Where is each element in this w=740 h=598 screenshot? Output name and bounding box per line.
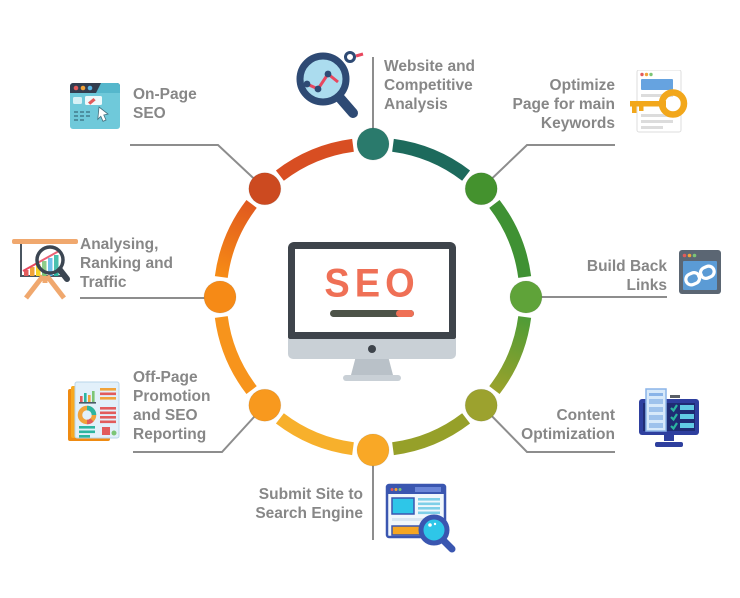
connector-lines xyxy=(80,57,667,540)
label-submit-site: Submit Site to Search Engine xyxy=(255,486,363,522)
reports-stack-icon xyxy=(68,381,120,441)
monitor-screen: SEO xyxy=(295,249,449,332)
ring-segment-6 xyxy=(214,199,257,278)
ring-node-5 xyxy=(248,388,282,422)
label-content-optimization: Content Optimization xyxy=(521,407,615,443)
browser-search-icon xyxy=(385,483,456,553)
connector-top-left xyxy=(130,144,266,190)
monitor-neck xyxy=(351,359,393,375)
ring-segment-4 xyxy=(275,413,354,456)
monitor-base xyxy=(343,375,401,381)
label-optimize-keywords: Optimize Page for main Keywords xyxy=(512,77,616,132)
seo-progress-accent xyxy=(396,309,414,317)
ring-node-1 xyxy=(464,172,498,206)
monitor-chin xyxy=(288,339,456,359)
link-browser-icon xyxy=(679,250,721,294)
connector-top-right xyxy=(480,144,615,190)
ring-segment-7 xyxy=(275,138,354,181)
ring-segment-1 xyxy=(489,199,532,278)
center-monitor: SEO xyxy=(288,242,456,381)
connector-bottom-right xyxy=(480,404,615,453)
monitor-camera-dot xyxy=(368,345,376,353)
ring-segment-3 xyxy=(392,413,471,456)
label-build-back-links: Build Back Links xyxy=(586,258,667,294)
connector-bottom-left xyxy=(133,404,266,453)
label-analysing-ranking: Analysing, Ranking and Traffic xyxy=(80,236,174,291)
chart-magnifier-icon xyxy=(296,51,364,118)
label-website-analysis: Website and Competitive Analysis xyxy=(384,58,476,113)
label-off-page-reporting: Off-Page Promotion and SEO Reporting xyxy=(133,369,211,443)
label-on-page-seo: On-Page SEO xyxy=(133,86,197,122)
ring-segment-0 xyxy=(392,138,471,181)
ring-node-3 xyxy=(464,388,498,422)
monitor-checklist-icon xyxy=(639,388,699,447)
ring-node-0 xyxy=(356,127,390,161)
ring-segment-5 xyxy=(214,316,257,395)
browser-edit-icon xyxy=(70,83,120,129)
seo-heading: SEO xyxy=(324,261,420,306)
monitor-bezel: SEO xyxy=(288,242,456,339)
document-key-icon xyxy=(630,70,688,133)
ring-group xyxy=(203,127,543,467)
presentation-chart-icon xyxy=(12,239,78,300)
ring-node-2 xyxy=(509,280,543,314)
ring-node-4 xyxy=(356,433,390,467)
seo-progress-bar xyxy=(330,309,414,317)
ring-node-7 xyxy=(248,172,282,206)
ring-node-6 xyxy=(203,280,237,314)
ring-segment-2 xyxy=(489,316,532,395)
